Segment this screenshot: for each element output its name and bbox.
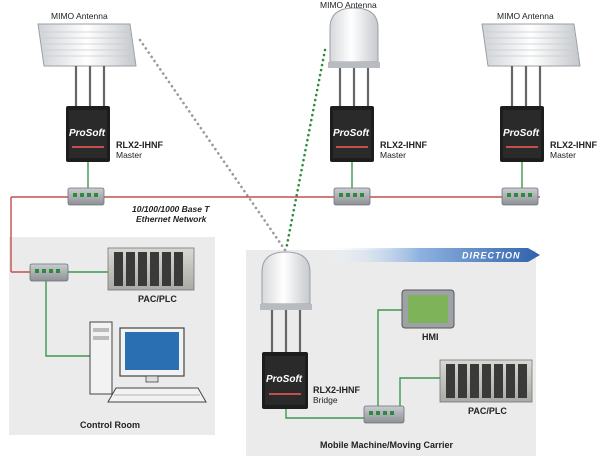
rlx2-radio-bridge: ProSoft: [262, 352, 308, 409]
pac-plc-control-label: PAC/PLC: [138, 294, 177, 304]
mobile-machine-label: Mobile Machine/Moving Carrier: [320, 440, 454, 450]
wireless-link-left: [138, 38, 287, 252]
keyboard: [107, 387, 207, 403]
pac-plc-mobile-label: PAC/PLC: [468, 406, 507, 416]
network-label-line1: 10/100/1000 Base T: [132, 204, 210, 214]
pac-plc-mobile: [439, 359, 533, 403]
prosoft-logo: ProSoft: [69, 128, 106, 139]
ethernet-switch-right: [501, 187, 539, 206]
wireless-link-center: [284, 48, 327, 252]
control-room-label: Control Room: [80, 420, 140, 430]
radio-right-model: RLX2-IHNF: [550, 140, 598, 150]
hmi-label: HMI: [422, 332, 439, 342]
radio-bridge-model: RLX2-IHNF: [313, 385, 361, 395]
prosoft-logo: ProSoft: [503, 128, 540, 139]
hmi-panel: [401, 289, 455, 329]
radio-center-model: RLX2-IHNF: [380, 140, 428, 150]
rlx2-radio-center: ProSoft: [330, 106, 374, 162]
radio-right-role: Master: [550, 150, 576, 160]
mimo-antenna-center-label: MIMO Antenna: [320, 0, 377, 10]
mobile-switch: [363, 405, 405, 424]
ethernet-switch-center: [333, 187, 371, 206]
direction-arrow: DIRECTION: [320, 248, 540, 262]
device-links: [45, 162, 523, 419]
rlx2-radio-right: ProSoft: [500, 106, 544, 162]
radio-center-role: Master: [380, 150, 406, 160]
direction-label: DIRECTION: [462, 251, 521, 261]
mimo-panel-antenna-right: [481, 23, 581, 106]
mimo-antenna-right-label: MIMO Antenna: [497, 11, 554, 21]
computer-monitor: [119, 327, 185, 383]
prosoft-logo: ProSoft: [333, 128, 370, 139]
rlx2-radio-left: ProSoft: [66, 106, 110, 162]
mimo-panel-antenna-left: [37, 23, 137, 106]
pac-plc-control-room: [107, 247, 195, 291]
radio-bridge-role: Bridge: [313, 395, 338, 405]
radio-left-role: Master: [116, 150, 142, 160]
mimo-antenna-left-label: MIMO Antenna: [51, 11, 108, 21]
radio-left-model: RLX2-IHNF: [116, 140, 164, 150]
ethernet-switch-left: [67, 187, 105, 206]
computer-tower: [89, 321, 113, 395]
mimo-dome-antenna-center: [328, 7, 380, 108]
mobile-dome-antenna: [260, 251, 312, 352]
prosoft-logo: ProSoft: [266, 374, 303, 385]
network-label-line2: Ethernet Network: [136, 214, 208, 224]
control-room-switch: [29, 263, 69, 282]
